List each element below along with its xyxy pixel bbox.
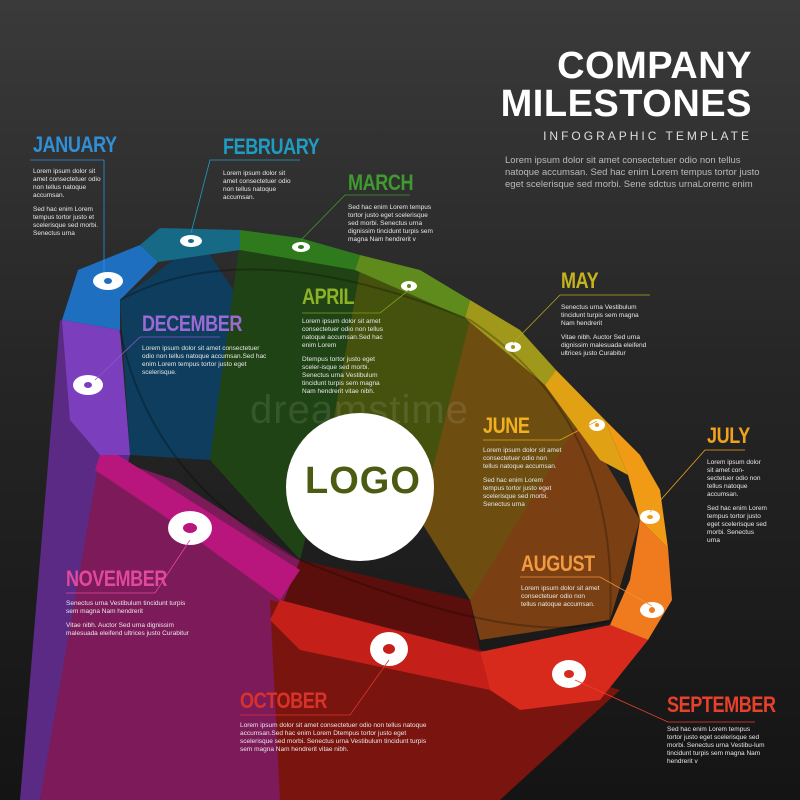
marker-june xyxy=(589,419,605,431)
milestone-paragraph-1: Lorem ipsum dolor sit amet consectetuer … xyxy=(33,168,101,199)
marker-december xyxy=(73,375,103,395)
milestone-november: NOVEMBER Senectus urna Vestibulum tincid… xyxy=(66,566,196,644)
milestone-text: Senectus urna Vestibulum tincidunt turpi… xyxy=(561,304,651,358)
milestone-paragraph-1: Lorem ipsum dolor sit amet consectetuer … xyxy=(302,318,383,349)
rim-june xyxy=(545,370,628,475)
milestone-text: Lorem ipsum dolor sit amet con-sectetuer… xyxy=(707,459,767,545)
leader-june xyxy=(483,420,598,441)
milestone-april: APRIL Lorem ipsum dolor sit amet consect… xyxy=(302,284,390,402)
milestone-march: MARCH Sed hac enim Lorem tempus tortor j… xyxy=(348,170,434,250)
milestone-july: JULY Lorem ipsum dolor sit amet con-sect… xyxy=(707,423,767,551)
milestone-february: FEBRUARY Lorem ipsum dolor sit amet cons… xyxy=(223,134,320,208)
intro-text: Lorem ipsum dolor sit amet consectetuer … xyxy=(505,155,760,190)
milestone-paragraph-1: Senectus urna Vestibulum tincidunt turpi… xyxy=(561,304,639,327)
month-title: DECEMBER xyxy=(142,311,242,336)
marker-january xyxy=(93,272,123,290)
milestone-june: JUNE Lorem ipsum dolor sit amet consecte… xyxy=(483,413,563,515)
page-subtitle: INFOGRAPHIC TEMPLATE xyxy=(543,129,752,143)
milestone-december: DECEMBER Lorem ipsum dolor sit amet cons… xyxy=(142,311,267,383)
leader-may xyxy=(512,294,650,344)
milestone-text: Sed hac enim Lorem tempus tortor justo e… xyxy=(348,204,434,244)
month-title: AUGUST xyxy=(521,551,595,576)
leader-december xyxy=(94,336,220,381)
marker-august xyxy=(640,602,664,618)
milestone-august: AUGUST Lorem ipsum dolor sit amet consec… xyxy=(521,551,601,615)
leader-november xyxy=(66,539,191,594)
milestone-text: Lorem ipsum dolor sit amet consectetuer … xyxy=(521,585,601,609)
month-title: SEPTEMBER xyxy=(667,692,776,717)
cone-inner-orange xyxy=(470,420,640,640)
marker-march xyxy=(292,242,310,252)
milestone-may: MAY Senectus urna Vestibulum tincidunt t… xyxy=(561,268,651,364)
month-title: JULY xyxy=(707,423,750,448)
milestone-text: Lorem ipsum dolor sit amet consectetuer … xyxy=(240,722,440,754)
milestone-paragraph-1: Sed hac enim Lorem tempus tortor justo e… xyxy=(667,726,765,765)
milestone-text: Lorem ipsum dolor sit amet consectetuer … xyxy=(223,170,301,202)
milestone-paragraph-1: Sed hac enim Lorem tempus tortor justo e… xyxy=(348,204,433,243)
rim-inner-edge xyxy=(119,268,612,629)
marker-july xyxy=(640,510,660,524)
page-title-line-1: COMPANY xyxy=(557,45,752,87)
leader-april xyxy=(302,289,410,314)
milestone-october: OCTOBER Lorem ipsum dolor sit amet conse… xyxy=(240,688,440,760)
milestone-text: Sed hac enim Lorem tempus tortor justo e… xyxy=(667,726,767,766)
milestone-paragraph-1: Lorem ipsum dolor sit amet consectetuer … xyxy=(483,447,562,470)
marker-may xyxy=(505,342,521,352)
milestone-paragraph-2: Dtempus tortor justo eget sceler-isque s… xyxy=(302,356,380,395)
watermark: dreamstime xyxy=(250,388,469,432)
milestone-paragraph-1: Senectus urna Vestibulum tincidunt turpi… xyxy=(66,600,186,615)
milestone-paragraph-2: Vitae nibh. Auctor Sed urna dignissim ma… xyxy=(561,334,647,357)
month-title: MAY xyxy=(561,268,599,293)
leader-september xyxy=(574,679,755,723)
milestone-text: Lorem ipsum dolor sit amet consectetuer … xyxy=(302,318,390,396)
milestone-paragraph-1: Lorem ipsum dolor sit amet consectetuer … xyxy=(240,722,427,753)
milestone-paragraph-2: Sed hac enim Lorem tempus tortor justo e… xyxy=(483,477,552,508)
marker-november xyxy=(168,511,212,545)
milestone-september: SEPTEMBER Sed hac enim Lorem tempus tort… xyxy=(667,692,776,772)
leader-july xyxy=(649,449,745,513)
milestone-january: JANUARY Lorem ipsum dolor sit amet conse… xyxy=(33,132,117,244)
milestone-text: Lorem ipsum dolor sit amet consectetuer … xyxy=(142,345,267,377)
milestone-paragraph-1: Lorem ipsum dolor sit amet consectetuer … xyxy=(223,170,291,201)
month-title: MARCH xyxy=(348,170,414,195)
milestone-text: Senectus urna Vestibulum tincidunt turpi… xyxy=(66,600,196,638)
marker-february xyxy=(180,235,202,247)
month-title: OCTOBER xyxy=(240,688,328,713)
month-title: NOVEMBER xyxy=(66,566,167,591)
milestone-text: Lorem ipsum dolor sit amet consectetuer … xyxy=(33,168,108,238)
leader-august xyxy=(520,576,653,607)
leader-october xyxy=(240,659,390,716)
cone-inner-green xyxy=(210,240,360,560)
month-title: APRIL xyxy=(302,284,355,309)
milestone-text: Lorem ipsum dolor sit amet consectetuer … xyxy=(483,447,563,509)
month-title: JANUARY xyxy=(33,132,117,157)
logo-circle xyxy=(286,413,434,561)
month-title: FEBRUARY xyxy=(223,134,320,159)
leader-january xyxy=(30,159,105,272)
cone-inner-red xyxy=(280,560,480,650)
cone-inner-blue xyxy=(120,240,240,460)
leader-february xyxy=(190,159,300,234)
milestone-paragraph-2: Vitae nibh. Auctor Sed urna dignissim ma… xyxy=(66,622,189,637)
milestone-paragraph-2: Sed hac enim Lorem tempus tortor justo e… xyxy=(33,206,99,237)
marker-september xyxy=(552,660,586,688)
leader-march xyxy=(300,194,410,241)
logo-text: LOGO xyxy=(305,460,421,502)
month-title: JUNE xyxy=(483,413,530,438)
milestone-paragraph-1: Lorem ipsum dolor sit amet con-sectetuer… xyxy=(707,459,761,498)
marker-april xyxy=(401,281,417,291)
milestone-paragraph-1: Lorem ipsum dolor sit amet consectetuer … xyxy=(142,345,267,376)
page-title-line-2: MILESTONES xyxy=(500,83,752,125)
marker-october xyxy=(370,632,408,666)
milestone-paragraph-1: Lorem ipsum dolor sit amet consectetuer … xyxy=(521,585,600,608)
milestone-paragraph-2: Sed hac enim Lorem tempus tortor justo e… xyxy=(707,505,767,544)
